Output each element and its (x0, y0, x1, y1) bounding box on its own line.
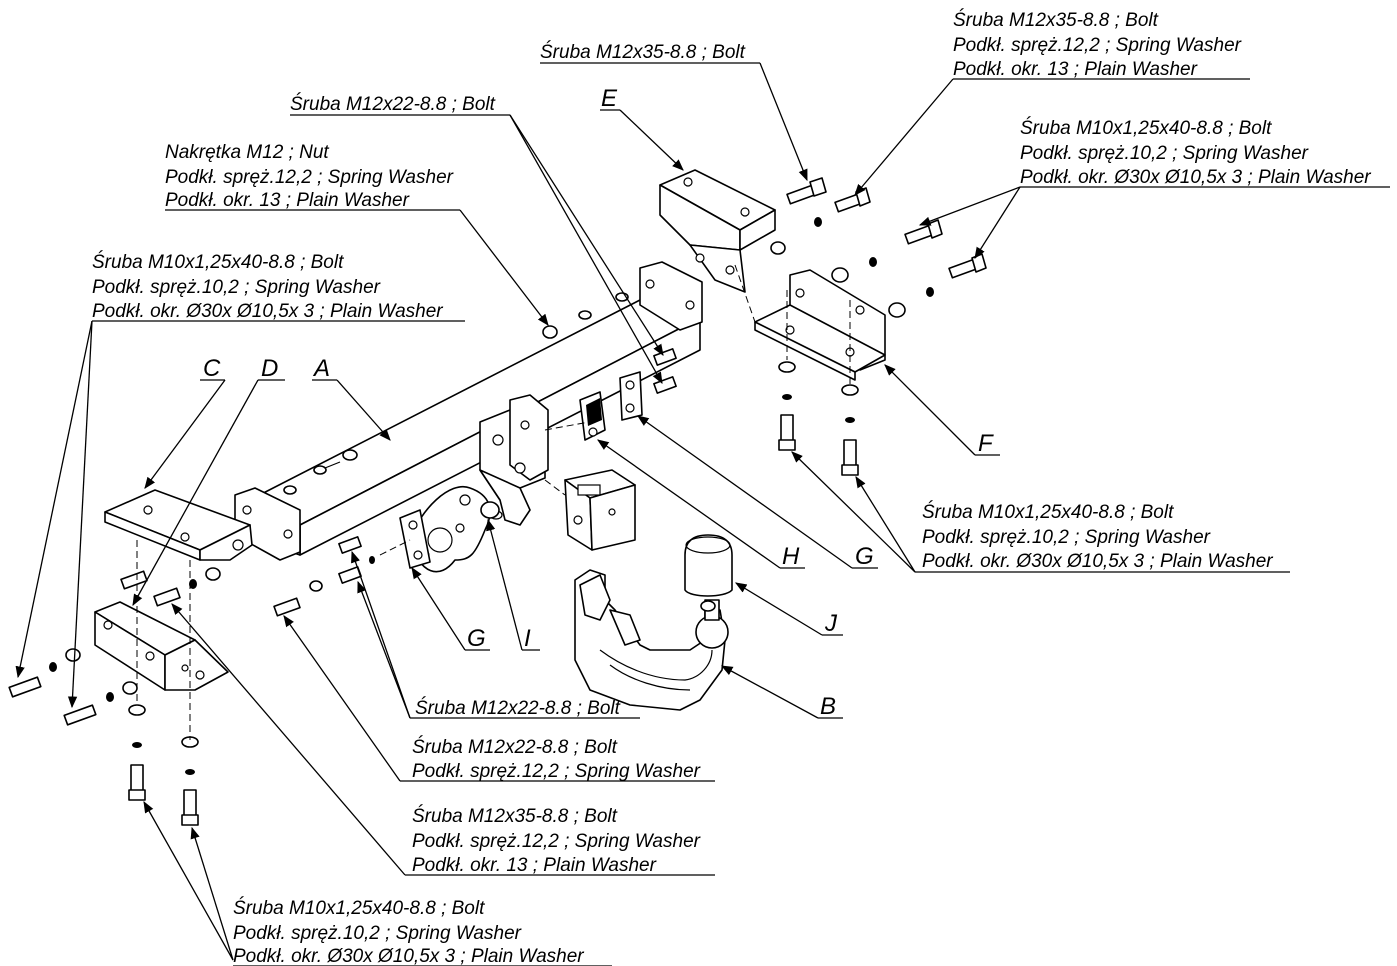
fasteners (8, 177, 987, 826)
part-letter-j: J (824, 610, 838, 637)
plug-bracket-part-g-right (619, 371, 643, 421)
part-letter-f: F (978, 430, 994, 457)
callout-bolt-c-left-2: Podkł. spręż.10,2 ; Spring Washer (92, 277, 381, 298)
socket-plate-part-i (409, 485, 500, 573)
part-letter-c: C (203, 355, 221, 382)
callout-bolt-f-bottom-3: Podkł. okr. Ø30x Ø10,5x 3 ; Plain Washer (922, 551, 1273, 572)
left-bracket-part-c (104, 489, 253, 561)
callout-bolt-c-left-1: Śruba M10x1,25x40-8.8 ; Bolt (92, 251, 344, 273)
callout-bolt-d-1: Śruba M12x35-8.8 ; Bolt (412, 805, 618, 827)
right-bracket-part-e (659, 169, 776, 293)
callout-bolt-center-top-1: Śruba M12x22-8.8 ; Bolt (290, 93, 496, 115)
part-letter-g-right: G (855, 543, 874, 570)
ball-cap-part-j (684, 534, 733, 612)
socket-holder-part-h (579, 391, 606, 441)
callout-bolt-bottom-3: Podkł. okr. Ø30x Ø10,5x 3 ; Plain Washer (233, 946, 584, 966)
callout-bolt-f-top-2: Podkł. spręż.10,2 ; Spring Washer (1020, 143, 1309, 164)
part-letter-d: D (261, 355, 278, 382)
callout-nut-1: Nakrętka M12 ; Nut (165, 142, 329, 163)
callout-bolt-c-left-3: Podkł. okr. Ø30x Ø10,5x 3 ; Plain Washer (92, 301, 443, 322)
callout-bolt-bottom-2: Podkł. spręż.10,2 ; Spring Washer (233, 923, 522, 944)
right-bracket-part-f (754, 269, 886, 381)
plug-bracket-part-g-left (399, 509, 431, 569)
part-letter-h: H (782, 543, 800, 570)
callout-labels: Śruba M12x35-8.8 ; Bolt Śruba M12x35-8.8… (92, 9, 1371, 966)
part-letter-g-left: G (467, 625, 486, 652)
receiver-socket (564, 469, 636, 551)
part-letter-a: A (312, 355, 330, 382)
callout-bolt-e-top-1: Śruba M12x35-8.8 ; Bolt (540, 41, 746, 63)
callout-bolt-f-top-3: Podkł. okr. Ø30x Ø10,5x 3 ; Plain Washer (1020, 167, 1371, 188)
callout-bolt-f-bottom-2: Podkł. spręż.10,2 ; Spring Washer (922, 527, 1211, 548)
callout-bolt-spring-2: Podkł. spręż.12,2 ; Spring Washer (412, 761, 701, 782)
callout-bolt-f-top-1: Śruba M10x1,25x40-8.8 ; Bolt (1020, 117, 1272, 139)
callout-bolt-e-right-3: Podkł. okr. 13 ; Plain Washer (953, 59, 1198, 80)
callout-bolt-d-2: Podkł. spręż.12,2 ; Spring Washer (412, 831, 701, 852)
callout-bolt-bottom-1: Śruba M10x1,25x40-8.8 ; Bolt (233, 897, 485, 919)
part-letter-b: B (820, 693, 836, 720)
callout-nut-2: Podkł. spręż.12,2 ; Spring Washer (165, 167, 454, 188)
callout-nut-3: Podkł. okr. 13 ; Plain Washer (165, 190, 410, 211)
alignment-lines (136, 264, 851, 740)
part-letter-i: I (524, 625, 531, 652)
callout-bolt-e-right-2: Podkł. spręż.12,2 ; Spring Washer (953, 35, 1242, 56)
left-bracket-part-d (94, 601, 229, 691)
part-letters: C D A E F H G G I J B (203, 85, 994, 720)
callout-bolt-g-1: Śruba M12x22-8.8 ; Bolt (415, 697, 621, 719)
callout-bolt-f-bottom-1: Śruba M10x1,25x40-8.8 ; Bolt (922, 501, 1174, 523)
callout-bolt-d-3: Podkł. okr. 13 ; Plain Washer (412, 855, 657, 876)
callout-bolt-spring-1: Śruba M12x22-8.8 ; Bolt (412, 736, 618, 758)
cross-beam-part-a (234, 261, 703, 561)
callout-bolt-e-right-1: Śruba M12x35-8.8 ; Bolt (953, 9, 1159, 31)
leader-lines (15, 62, 1390, 966)
part-letter-e: E (601, 85, 618, 112)
